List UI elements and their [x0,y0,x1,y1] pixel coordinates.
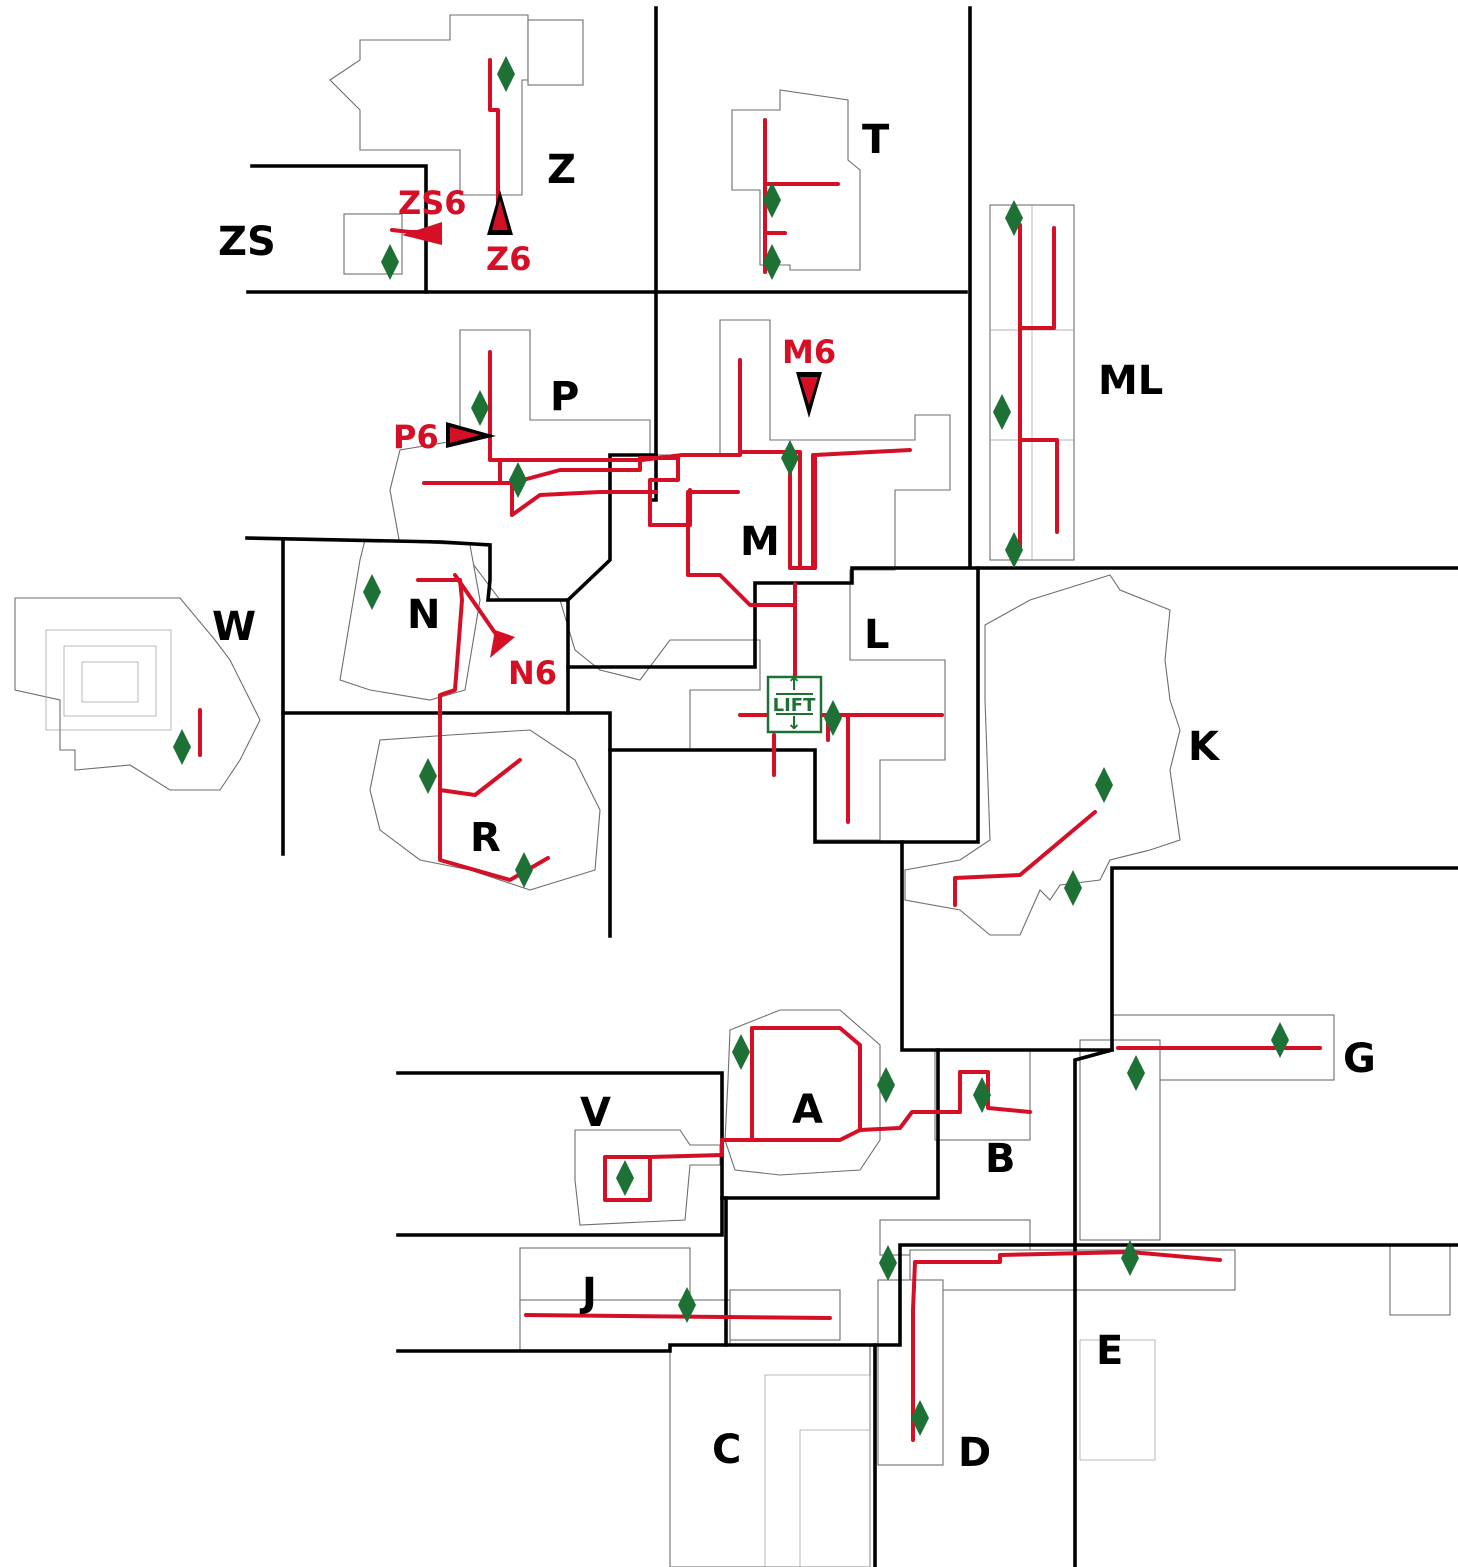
entrance-arrow-icon [490,630,515,658]
stairs-diamond-icon [973,1077,991,1113]
route-k [953,810,1097,907]
building-label-n: N [407,592,440,638]
accessible-routes [198,58,1322,1442]
building-label-r: R [470,815,501,861]
stairs-diamond-icon [381,244,399,280]
entrance-label-zs6: ZS6 [398,184,467,222]
stairs-diamond-icon [1095,767,1113,803]
building-label-d: D [958,1430,991,1476]
stairs-diamond-icon [763,244,781,280]
building-label-t: T [862,117,890,163]
stairs-diamond-icon [1121,1240,1139,1276]
building-label-w: W [212,604,256,650]
stairs-diamond-icon [515,852,533,888]
zone-divider-lines [245,6,1458,1567]
building-label-zs: ZS [218,219,276,265]
stairs-diamond-icon [911,1400,929,1436]
stairs-diamond-icon [616,1160,634,1196]
entrance-labels: ZS6 Z6 M6 P6 N6 [393,184,836,692]
building-label-l: L [864,612,890,658]
stairs-diamond-icon [173,729,191,765]
entrance-label-m6: M6 [782,333,836,371]
stairs-diamond-icon [877,1067,895,1103]
stairs-diamond-icon [471,390,489,426]
stairs-diamond-icon [509,462,527,498]
building-label-p: P [550,374,579,420]
building-label-a: A [792,1087,823,1133]
stairs-diamond-icon [1064,870,1082,906]
stairs-diamond-icon [419,758,437,794]
route-j [524,1313,832,1320]
stairs-diamond-icon [1005,532,1023,568]
entrance-label-p6: P6 [393,418,439,456]
building-labels: Z ZS T ML P M W N L K R A V B G J E C D [212,117,1376,1476]
stairs-diamond-icon [678,1287,696,1323]
entrance-label-n6: N6 [508,654,557,692]
building-label-g: G [1343,1036,1376,1082]
stairs-diamond-icon [363,574,381,610]
stairs-diamond-icon [497,56,515,92]
building-label-z: Z [547,147,576,193]
building-label-e: E [1096,1328,1123,1374]
building-label-c: C [712,1427,741,1473]
building-label-v: V [580,1090,611,1136]
route-z [488,58,500,212]
entrance-label-z6: Z6 [486,240,531,278]
route-ml [1018,223,1056,330]
entrance-arrow-icon [402,222,442,245]
stairs-markers [173,56,1289,1436]
stairs-diamond-icon [1127,1055,1145,1091]
building-label-ml: ML [1098,358,1163,404]
stairs-diamond-icon [781,440,799,476]
entrance-markers [402,190,822,658]
stairs-diamond-icon [763,182,781,218]
stairs-diamond-icon [993,394,1011,430]
building-label-j: J [579,1270,597,1316]
building-label-b: B [985,1136,1016,1182]
lift-icon: ↑ LIFT ↓ [766,674,823,734]
stairs-diamond-icon [732,1034,750,1070]
route-p [488,350,502,485]
stairs-diamond-icon [879,1245,897,1281]
stairs-diamond-icon [1271,1022,1289,1058]
stairs-diamond-icon [1005,200,1023,236]
building-label-k: K [1188,724,1221,770]
lift-label: LIFT [773,695,816,716]
lift-down-arrow: ↓ [786,713,801,734]
stairs-diamond-icon [824,700,842,736]
lift-up-arrow: ↑ [786,674,801,695]
building-label-m: M [740,519,780,565]
